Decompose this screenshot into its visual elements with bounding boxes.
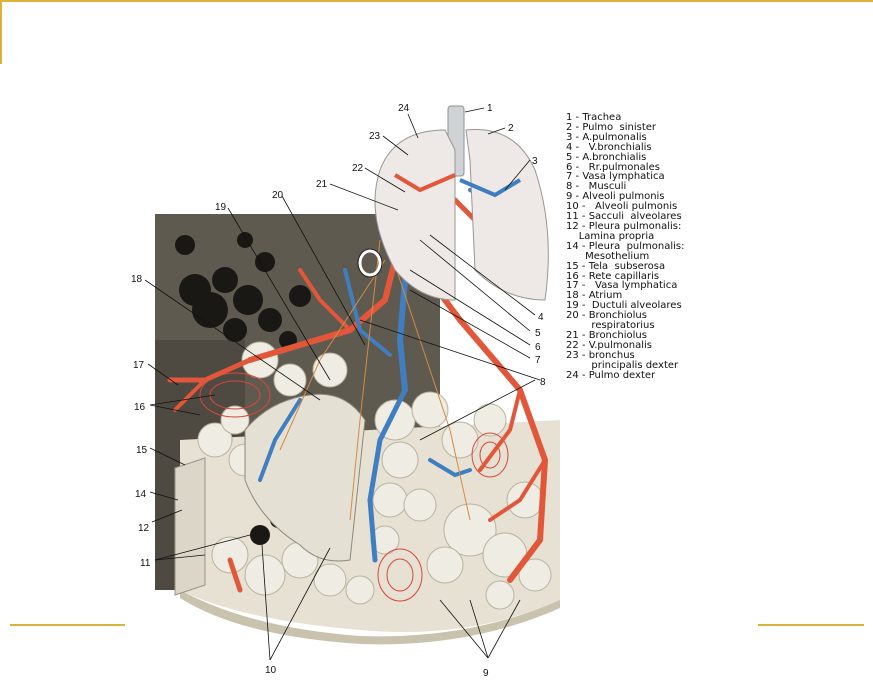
legend-item: 16 - Rete capillaris: [566, 270, 660, 282]
capillary-networks: [199, 372, 509, 602]
legend-item: 5 - A.bronchialis: [566, 151, 647, 163]
legend-item: 18 - Atrium: [566, 290, 623, 302]
legend-item: 7 - Vasa lymphatica: [566, 171, 665, 183]
legend-item: 3 - A.pulmonalis: [566, 131, 647, 143]
callout-18: 18: [131, 274, 143, 285]
legend-item: 21 - Bronchiolus: [566, 329, 647, 341]
callout-4: 4: [538, 312, 544, 323]
lymphatic-lines: [279, 239, 471, 521]
legend-item: 19 - Ductuli alveolares: [566, 300, 682, 312]
callout-21: 21: [316, 179, 328, 190]
legend-item: 10 - Alveoli pulmonis: [566, 201, 678, 213]
legend-item: 24 - Pulmo dexter: [566, 369, 656, 381]
callout-7: 7: [535, 355, 541, 366]
callout-16: 16: [134, 402, 146, 413]
slide-frame-bottom-left: [10, 624, 125, 626]
legend-item: 14 - Pleura pulmonalis:: [566, 240, 685, 252]
callout-24: 24: [398, 103, 410, 114]
legend-item: 4 - V.bronchialis: [566, 141, 652, 153]
callout-12: 12: [138, 523, 150, 534]
slide-frame-left: [0, 0, 2, 64]
callout-23: 23: [369, 131, 381, 142]
legend-item: 11 - Sacculi alveolares: [566, 211, 682, 223]
legend-item: respiratorius: [566, 320, 655, 332]
callout-17: 17: [133, 360, 145, 371]
callout-19: 19: [215, 202, 227, 213]
callout-numbers: 1 2 3 4 5 6 7 8 9 10 11 12 14 15 16 17 1…: [131, 103, 546, 679]
legend-item: 12 - Pleura pulmonalis:: [566, 220, 682, 232]
legend-item: Mesothelium: [566, 250, 650, 262]
callout-2: 2: [508, 123, 514, 134]
callout-6: 6: [535, 342, 541, 353]
legend-item: principalis dexter: [566, 359, 679, 371]
callout-8: 8: [540, 377, 546, 388]
leader-lines: [144, 107, 541, 661]
callout-15: 15: [136, 445, 148, 456]
callout-20: 20: [272, 190, 284, 201]
callout-22: 22: [352, 163, 364, 174]
callout-1: 1: [487, 103, 493, 114]
callout-10: 10: [265, 665, 277, 676]
bronchiole-cut-surface: [244, 393, 366, 562]
slide-frame-bottom-right: [758, 624, 864, 626]
legend-item: 22 - V.pulmonalis: [566, 339, 652, 351]
callout-5: 5: [535, 328, 541, 339]
slide-frame-top: [0, 0, 873, 2]
legend-item: 6 - Rr.pulmonales: [566, 161, 660, 173]
legend-item: 17 - Vasa lymphatica: [566, 280, 678, 292]
callout-11: 11: [140, 558, 151, 569]
legend-item: 15 - Tela subserosa: [566, 260, 666, 272]
legend-item: Lamina propria: [566, 230, 655, 242]
legend-item: 9 - Alveoli pulmonis: [566, 191, 665, 203]
callout-14: 14: [135, 489, 147, 500]
callout-3: 3: [532, 156, 538, 167]
lungs-inset: [357, 105, 549, 301]
legend-item: 20 - Bronchiolus: [566, 310, 647, 322]
right-lung: [374, 129, 456, 301]
callout-9: 9: [483, 668, 489, 679]
legend-item: 2 - Pulmo sinister: [566, 121, 657, 133]
pleura-layer: [174, 457, 206, 596]
legend-item: 8 - Musculi: [566, 181, 627, 193]
legend-item: 23 - bronchus: [566, 349, 635, 361]
legend-item: 1 - Trachea: [566, 112, 622, 123]
